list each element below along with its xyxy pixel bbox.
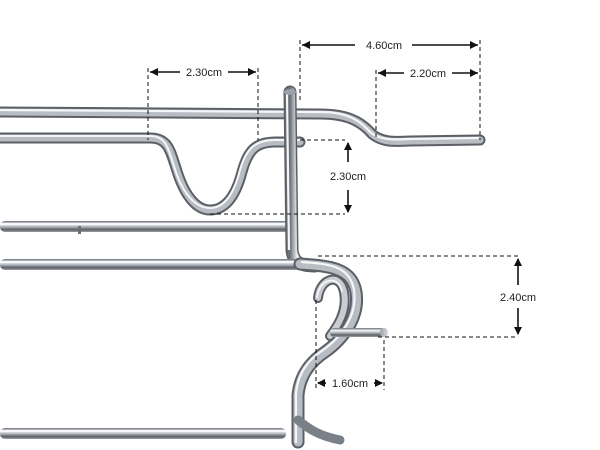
dimension-label-top-width: 4.60cm bbox=[366, 40, 402, 52]
hook-stub-rod bbox=[330, 328, 388, 337]
bottom-right-rod bbox=[293, 415, 345, 445]
bottom-rail bbox=[0, 428, 286, 439]
dimension-label-hook-width: 1.60cm bbox=[332, 378, 368, 390]
dimension-label-bend-depth: 2.30cm bbox=[330, 171, 366, 183]
s-hook-rod bbox=[291, 257, 364, 449]
dimension-lines bbox=[147, 40, 522, 390]
dimension-label-end-segment: 2.20cm bbox=[410, 68, 446, 80]
dimension-labels: 4.60cm 2.30cm 2.20cm 2.30cm 2.40cm 1.60c… bbox=[186, 40, 536, 390]
dimension-label-bend-width: 2.30cm bbox=[186, 67, 222, 79]
middle-rail bbox=[0, 221, 292, 234]
dimension-label-hook-height: 2.40cm bbox=[500, 292, 536, 304]
top-rail bbox=[0, 106, 486, 147]
lower-rail bbox=[0, 259, 300, 270]
u-bend-rail bbox=[0, 132, 306, 216]
